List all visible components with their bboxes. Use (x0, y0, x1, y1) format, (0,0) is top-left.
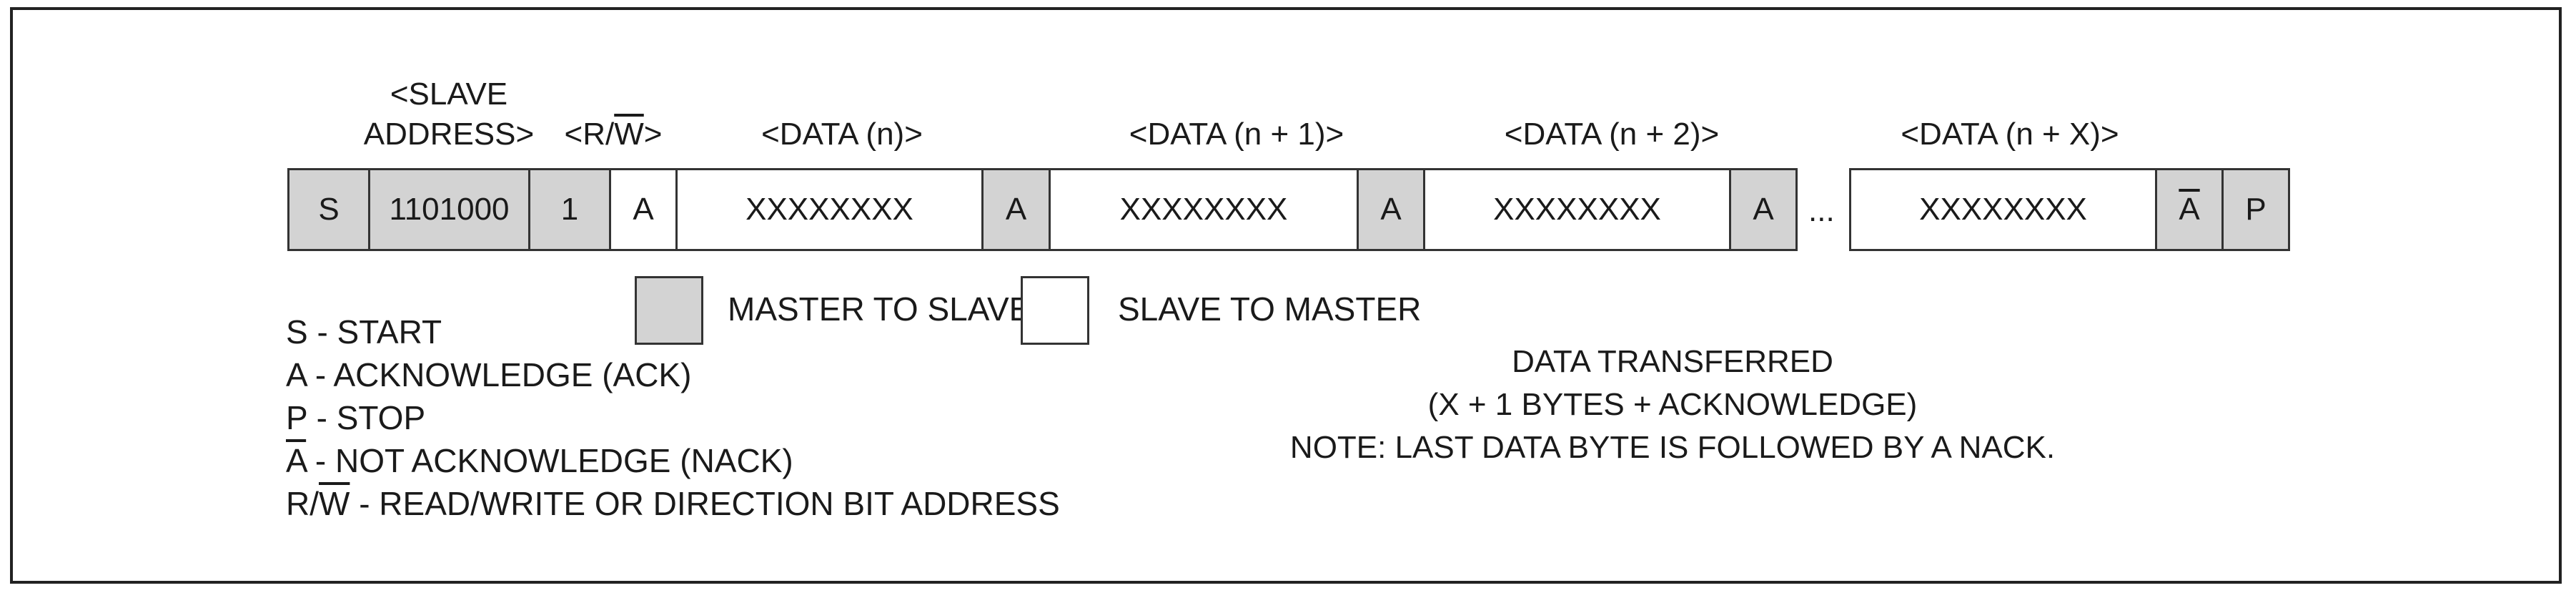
key-rw: R/W - READ/WRITE OR DIRECTION BIT ADDRES… (286, 482, 1060, 525)
master-to-slave-swatch (635, 276, 703, 345)
ack-cell-2: A (981, 168, 1051, 251)
key-ack: A - ACKNOWLEDGE (ACK) (286, 356, 692, 393)
key-start: S - START (286, 313, 442, 351)
key-rw-w: W (319, 485, 350, 522)
ack-cell-3: A (1357, 168, 1425, 251)
rw-bit-cell: 1 (528, 168, 611, 251)
diagram-frame (10, 7, 2562, 584)
ack-cell-1: A (609, 168, 678, 251)
data-cell-4: XXXXXXXX (1849, 168, 2157, 251)
key-nack-text: - NOT ACKNOWLEDGE (NACK) (306, 442, 793, 479)
header-slave-address-line2: ADDRESS> (363, 117, 535, 152)
header-rw-w: W (614, 117, 644, 152)
ack-cell-4: A (1729, 168, 1798, 251)
key-rw-text: - READ/WRITE OR DIRECTION BIT ADDRESS (350, 485, 1060, 522)
data-cell-3: XXXXXXXX (1423, 168, 1731, 251)
slave-to-master-label: SLAVE TO MASTER (1118, 290, 1422, 328)
stop-bit-cell: P (2221, 168, 2290, 251)
slave-to-master-swatch (1021, 276, 1089, 345)
header-data-n2: <DATA (n + 2)> (1504, 117, 1720, 152)
key-nack-symbol: A (286, 442, 307, 479)
note-line-1: DATA TRANSFERRED (1512, 344, 1833, 379)
key-stop: P - STOP (286, 399, 426, 436)
note-block: DATA TRANSFERRED (X + 1 BYTES + ACKNOWLE… (1290, 340, 2055, 469)
start-bit-cell: S (287, 168, 370, 251)
header-slave-address: <SLAVE ADDRESS> (364, 74, 534, 155)
note-line-2: (X + 1 BYTES + ACKNOWLEDGE) (1427, 387, 1918, 422)
note-line-3: NOTE: LAST DATA BYTE IS FOLLOWED BY A NA… (1289, 430, 2056, 465)
nack-symbol: A (2179, 192, 2200, 227)
header-rw: <R/W> (565, 114, 663, 155)
header-slave-address-line1: <SLAVE (390, 77, 508, 112)
key-nack: A - NOT ACKNOWLEDGE (NACK) (286, 439, 793, 482)
header-data-n1: <DATA (n + 1)> (1129, 117, 1344, 152)
data-cell-1: XXXXXXXX (675, 168, 984, 251)
data-cell-2: XXXXXXXX (1049, 168, 1359, 251)
ellipsis: ... (1808, 193, 1835, 228)
header-data-nx: <DATA (n + X)> (1901, 117, 2119, 152)
header-data-n: <DATA (n)> (761, 117, 923, 152)
header-rw-text: <R/W> (564, 117, 663, 152)
nack-cell: A (2155, 168, 2224, 251)
key-rw-prefix: R/ (286, 485, 319, 522)
slave-address-cell: 1101000 (368, 168, 530, 251)
master-to-slave-label: MASTER TO SLAVE (728, 290, 1031, 328)
